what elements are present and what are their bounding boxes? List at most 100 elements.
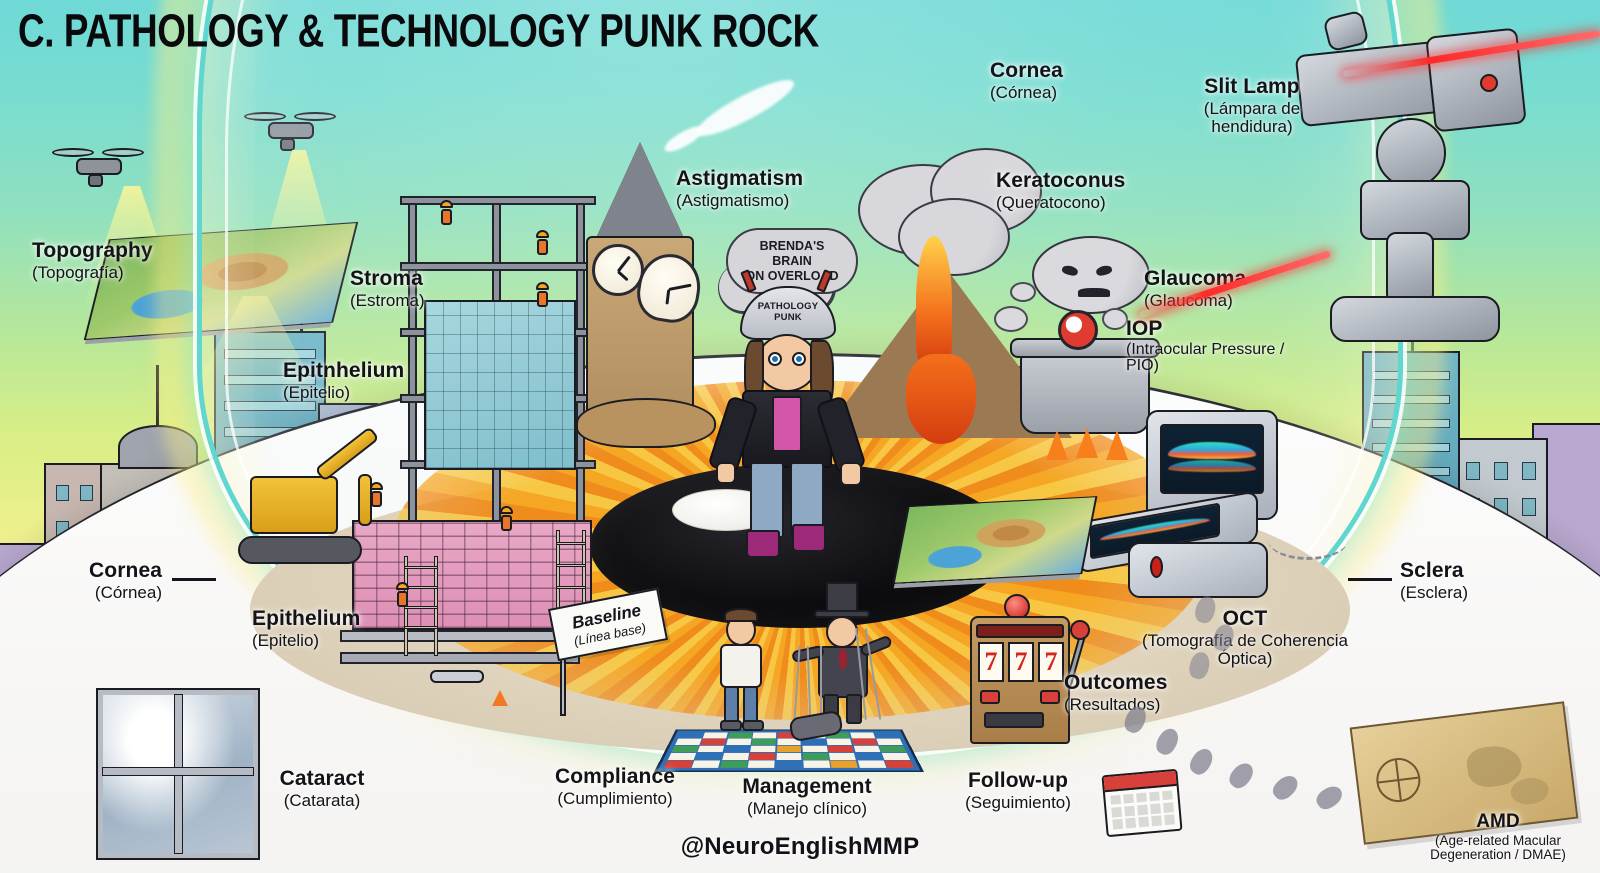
patient-leg-left (724, 686, 739, 724)
puppet-string (820, 646, 822, 722)
slot-button-left[interactable] (980, 690, 1000, 704)
thought-line-2: ON OVERLOAD (745, 268, 839, 283)
topography-map-inside-dome (892, 496, 1098, 584)
label-management: Management (Manejo clínico) (712, 776, 902, 818)
label-cataract-es: (Catarata) (283, 790, 361, 810)
label-epithelium: Epithelium (Epitelio) (252, 608, 360, 650)
label-cataract: Cataract (Catarata) (242, 768, 402, 810)
label-iop: IOP (Intraocular Pressure / PIO) (1126, 318, 1306, 375)
label-cornea-left-en: Cornea (89, 559, 162, 582)
worker (536, 282, 552, 310)
character-pupil-left (772, 356, 778, 362)
slot-button-right[interactable] (1040, 690, 1060, 704)
glass-tower-stroma (424, 300, 576, 470)
label-outcomes: Outcomes (Resultados) (1064, 672, 1168, 714)
label-topography-es: (Topografía) (32, 262, 124, 282)
label-follow-up-en: Follow-up (967, 769, 1069, 792)
steam-puff (994, 306, 1028, 332)
label-oct-es: (Tomografía de Coherencia Óptica) (1142, 630, 1349, 668)
label-cornea-left-es: (Córnea) (94, 582, 162, 602)
puppeteer-top-hat (826, 582, 858, 612)
label-management-en: Management (742, 775, 872, 798)
character-hand-left (716, 462, 736, 484)
map-ink-blotch (1509, 775, 1551, 807)
patient-shoe-right (742, 720, 764, 731)
excavator (228, 426, 398, 570)
worker (396, 582, 412, 610)
glaucoma-angry-cloud (1032, 236, 1150, 314)
puppeteer-tie (839, 648, 847, 670)
cornea-leader-line (172, 578, 216, 581)
character-face (756, 334, 818, 392)
label-oct: OCT (Tomografía de Coherencia Óptica) (1142, 608, 1348, 667)
label-follow-up: Follow-up (Seguimiento) (928, 770, 1108, 812)
label-cornea-left: Cornea (Córnea) (0, 560, 162, 602)
ladder (556, 530, 586, 640)
slot-machine: 7 7 7 (960, 594, 1090, 746)
label-compliance-en: Compliance (554, 765, 676, 788)
label-stroma-en: Stroma (350, 267, 423, 290)
angry-eye-right (1095, 264, 1113, 277)
label-amd: AMD (Age-related Macular Degeneration / … (1396, 812, 1600, 862)
label-slit-lamp-es: (Lámpara de hendidura) (1203, 98, 1301, 136)
clocktower-melt-puddle (576, 398, 716, 448)
label-epithelium-en: Epithelium (252, 607, 361, 630)
clock-hand (668, 283, 692, 291)
pathology-punk-helmet: PATHOLOGY PUNK (740, 286, 836, 340)
oct-indicator (1150, 556, 1163, 578)
character-pupil-right (796, 356, 802, 362)
label-cornea-top-es: (Córnea) (990, 82, 1058, 102)
label-sclera-en: Sclera (1400, 559, 1464, 582)
angry-mouth (1078, 288, 1110, 297)
slot-reel-1: 7 (978, 642, 1004, 682)
label-epithelium-es: (Epitelio) (252, 630, 320, 650)
label-cornea-top-en: Cornea (990, 59, 1063, 82)
clock-hand (616, 270, 629, 282)
cataract-frosted-window (96, 688, 260, 860)
follow-up-calendar (1101, 768, 1183, 838)
clock-hand (665, 289, 671, 305)
puppeteer-head (826, 616, 858, 648)
slit-lamp-base (1300, 180, 1530, 350)
label-management-es: (Manejo clínico) (747, 798, 867, 818)
label-amd-en: AMD (1476, 811, 1520, 832)
label-glaucoma-en: Glaucoma (1144, 267, 1247, 290)
patient-leg-right (743, 686, 758, 724)
label-stroma: Stroma (Estroma) (350, 268, 425, 310)
worker (500, 506, 516, 534)
label-compliance-es: (Cumplimiento) (557, 788, 673, 808)
patient-sweater (720, 644, 762, 688)
label-oct-en: OCT (1222, 607, 1268, 630)
stove-flame (1106, 430, 1128, 460)
lamp-red-button[interactable] (1480, 74, 1498, 92)
label-iop-es: (Intraocular Pressure / PIO) (1126, 340, 1285, 375)
label-topography: Topography (Topografía) (32, 240, 153, 282)
label-astigmatism-en: Astigmatism (676, 167, 804, 190)
character-boot-left (746, 530, 780, 558)
slot-payout-tray (984, 712, 1044, 728)
drone-left (52, 148, 144, 188)
patient-shoe-left (720, 720, 742, 731)
label-stroma-es: (Estroma) (350, 290, 425, 310)
character-tshirt (772, 396, 802, 452)
structural-beam (340, 652, 580, 664)
label-outcomes-en: Outcomes (1064, 671, 1168, 694)
oct-machine (1068, 410, 1288, 610)
puppeteer-leg-right (846, 694, 862, 724)
label-compliance: Compliance (Cumplimiento) (520, 766, 710, 808)
label-topography-en: Topography (32, 239, 153, 262)
character-hand-right (840, 462, 862, 486)
worker (440, 200, 456, 228)
author-handle: @NeuroEnglishMMP (680, 833, 920, 860)
steam-puff (1102, 308, 1128, 330)
calendar-header (1103, 770, 1177, 793)
label-epitnhelium-en: Epitnhelium (283, 359, 405, 382)
compass-rose-icon (1373, 755, 1423, 805)
slot-lever-knob[interactable] (1070, 620, 1090, 640)
helmet-line-1: PATHOLOGY (757, 301, 819, 313)
helmet-line-2: PUNK (774, 312, 802, 323)
label-epitnhelium: Epitnhelium (Epitelio) (283, 360, 404, 402)
pressure-gauge (1058, 310, 1098, 350)
label-astigmatism: Astigmatism (Astigmatismo) (676, 168, 803, 210)
